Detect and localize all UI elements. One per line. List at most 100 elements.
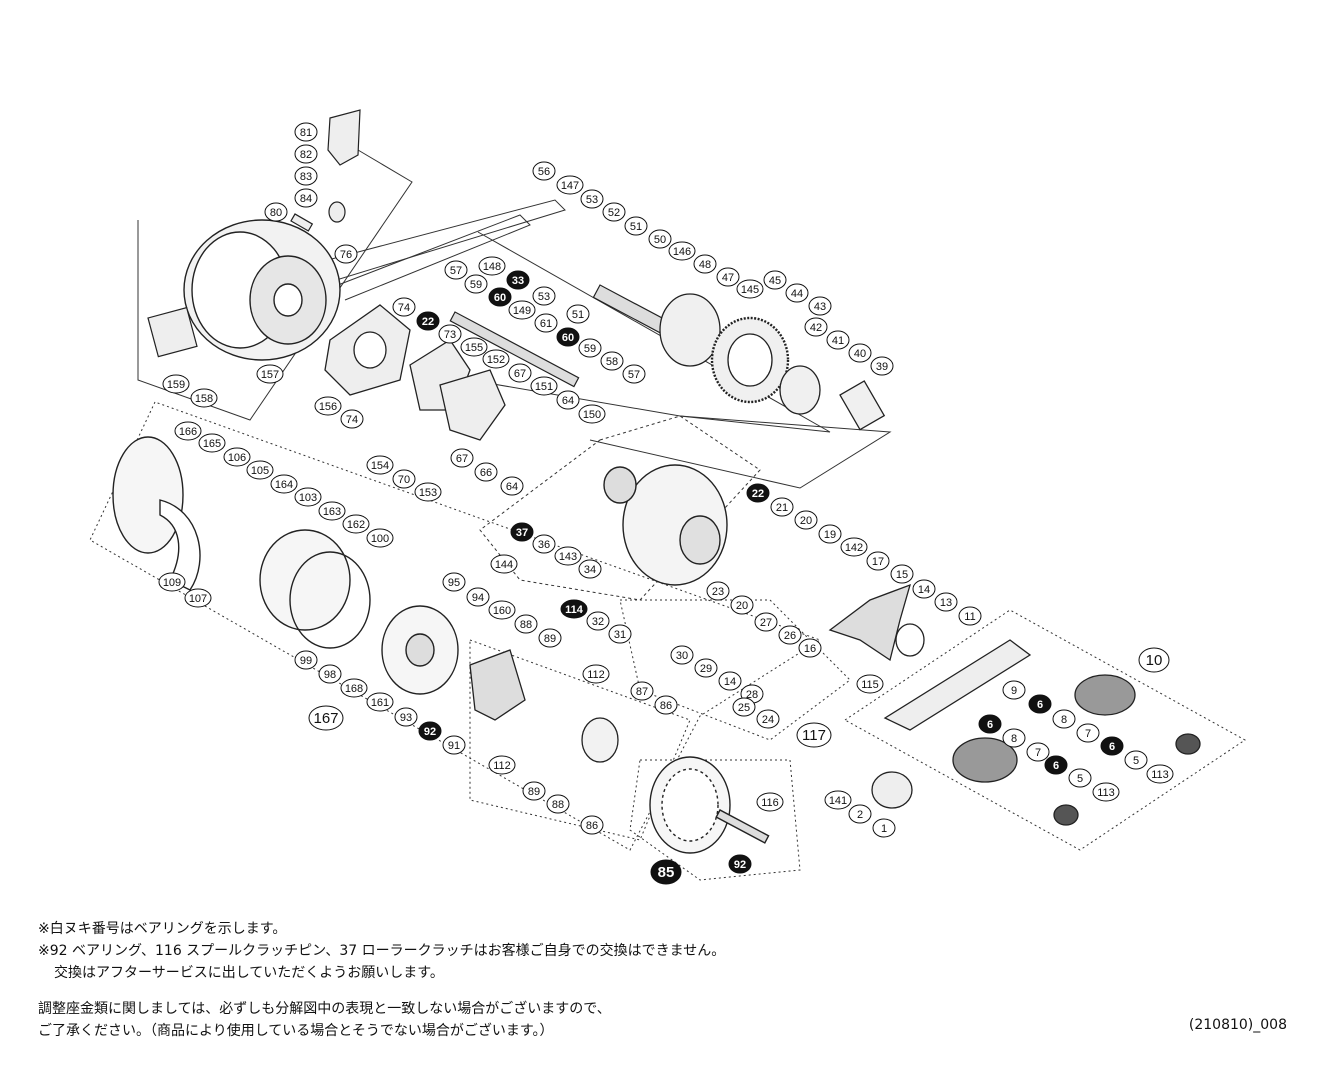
part-callout: 27 xyxy=(754,612,778,632)
part-number: 60 xyxy=(562,332,574,344)
main-shaft xyxy=(449,284,672,388)
part-number: 150 xyxy=(583,409,601,421)
part-callout-circle xyxy=(506,270,530,290)
part-callout-circle xyxy=(578,404,606,424)
part-callout-circle xyxy=(500,476,524,496)
group-number: 167 xyxy=(313,710,338,727)
part-number: 11 xyxy=(964,611,975,623)
part-callout: 113 xyxy=(1092,782,1120,802)
part-callout-circle xyxy=(856,674,884,694)
part-callout-circle xyxy=(488,287,512,307)
part-callout-circle xyxy=(270,474,298,494)
part-callout: 70 xyxy=(392,469,416,489)
part-number: 87 xyxy=(636,686,648,698)
part-callout: 80 xyxy=(264,202,288,222)
part-callout: 53 xyxy=(580,189,604,209)
part-number: 98 xyxy=(324,669,336,681)
part-callout: 83 xyxy=(294,166,318,186)
part-number: 109 xyxy=(163,577,181,589)
part-callout: 2 xyxy=(848,804,872,824)
part-callout: 11 xyxy=(958,606,982,626)
part-callout: 6 xyxy=(978,714,1002,734)
part-callout-circle xyxy=(366,692,394,712)
part-callout-circle xyxy=(442,735,466,755)
part-number: 148 xyxy=(483,261,501,273)
part-callout-circle xyxy=(294,122,318,142)
part-callout-circle xyxy=(630,681,654,701)
part-callout: 94 xyxy=(466,587,490,607)
part-callout: 145 xyxy=(736,279,764,299)
group-callout-circle xyxy=(308,705,344,731)
part-callout-circle xyxy=(198,433,226,453)
part-number: 113 xyxy=(1151,769,1169,781)
part-callout-circle xyxy=(438,324,462,344)
part-callout: 15 xyxy=(890,564,914,584)
part-callout-circle xyxy=(670,645,694,665)
part-number: 88 xyxy=(552,799,564,811)
part-callout-circle xyxy=(554,546,582,566)
part-callout-circle xyxy=(256,364,284,384)
part-callout: 168 xyxy=(340,678,368,698)
part-callout-circle xyxy=(318,664,342,684)
part-number: 40 xyxy=(854,348,866,360)
part-number: 7 xyxy=(1085,728,1091,740)
part-callout-circle xyxy=(546,794,570,814)
part-callout-circle xyxy=(190,388,218,408)
part-callout: 149 xyxy=(508,300,536,320)
part-number: 22 xyxy=(752,488,764,500)
part-number: 88 xyxy=(520,619,532,631)
part-number: 92 xyxy=(734,859,746,871)
part-callout: 107 xyxy=(184,588,212,608)
part-callout: 98 xyxy=(318,664,342,684)
part-callout: 165 xyxy=(198,433,226,453)
part-callout: 5 xyxy=(1124,750,1148,770)
part-number: 9 xyxy=(1011,685,1017,697)
note-not-user-replaceable: ※92 ベアリング、116 スプールクラッチピン、37 ローラークラッチはお客様… xyxy=(38,943,726,959)
part-callout: 109 xyxy=(158,572,186,592)
part-callout: 142 xyxy=(840,537,868,557)
part-callout: 52 xyxy=(602,202,626,222)
part-callout: 6 xyxy=(1044,755,1068,775)
part-number: 57 xyxy=(628,369,640,381)
part-number: 149 xyxy=(513,305,531,317)
part-callout: 92 xyxy=(728,854,752,874)
part-callout-circle xyxy=(566,304,590,324)
part-callout-circle xyxy=(818,524,842,544)
part-callout-circle xyxy=(866,551,890,571)
footnotes: ※白ヌキ番号はベアリングを示します。 ※92 ベアリング、116 スプールクラッ… xyxy=(38,918,1038,1042)
part-callout: 5 xyxy=(1068,768,1092,788)
drive-gears xyxy=(659,293,886,431)
part-number: 27 xyxy=(760,617,772,629)
part-callout: 56 xyxy=(532,161,556,181)
part-callout: 103 xyxy=(294,487,322,507)
part-callout: 60 xyxy=(556,327,580,347)
note-shims-2: ご了承ください。（商品により使用している場合とそうでない場合がございます。） xyxy=(38,1023,554,1039)
part-callout-circle xyxy=(694,658,718,678)
part-callout-circle xyxy=(416,311,440,331)
part-callout-circle xyxy=(693,254,717,274)
part-callout: 39 xyxy=(870,356,894,376)
part-number: 154 xyxy=(371,460,389,472)
part-callout-circle xyxy=(442,572,466,592)
part-callout-circle xyxy=(912,579,936,599)
part-callout: 114 xyxy=(560,599,588,619)
part-callout-circle xyxy=(522,781,546,801)
part-callout: 89 xyxy=(522,781,546,801)
part-callout-circle xyxy=(648,229,672,249)
part-callout: 100 xyxy=(366,528,394,548)
part-callout-circle xyxy=(763,270,787,290)
part-number: 60 xyxy=(494,292,506,304)
part-number: 162 xyxy=(347,519,365,531)
part-callout: 22 xyxy=(746,483,770,503)
part-callout-circle xyxy=(1124,750,1148,770)
part-number: 165 xyxy=(203,438,221,450)
part-callout-circle xyxy=(466,587,490,607)
part-callout-circle xyxy=(556,390,580,410)
part-number: 83 xyxy=(300,171,312,183)
part-number: 113 xyxy=(1097,787,1115,799)
part-number: 29 xyxy=(700,663,712,675)
part-callout-circle xyxy=(366,528,394,548)
part-callout: 153 xyxy=(414,482,442,502)
part-callout-circle xyxy=(728,854,752,874)
part-callout: 99 xyxy=(294,650,318,670)
